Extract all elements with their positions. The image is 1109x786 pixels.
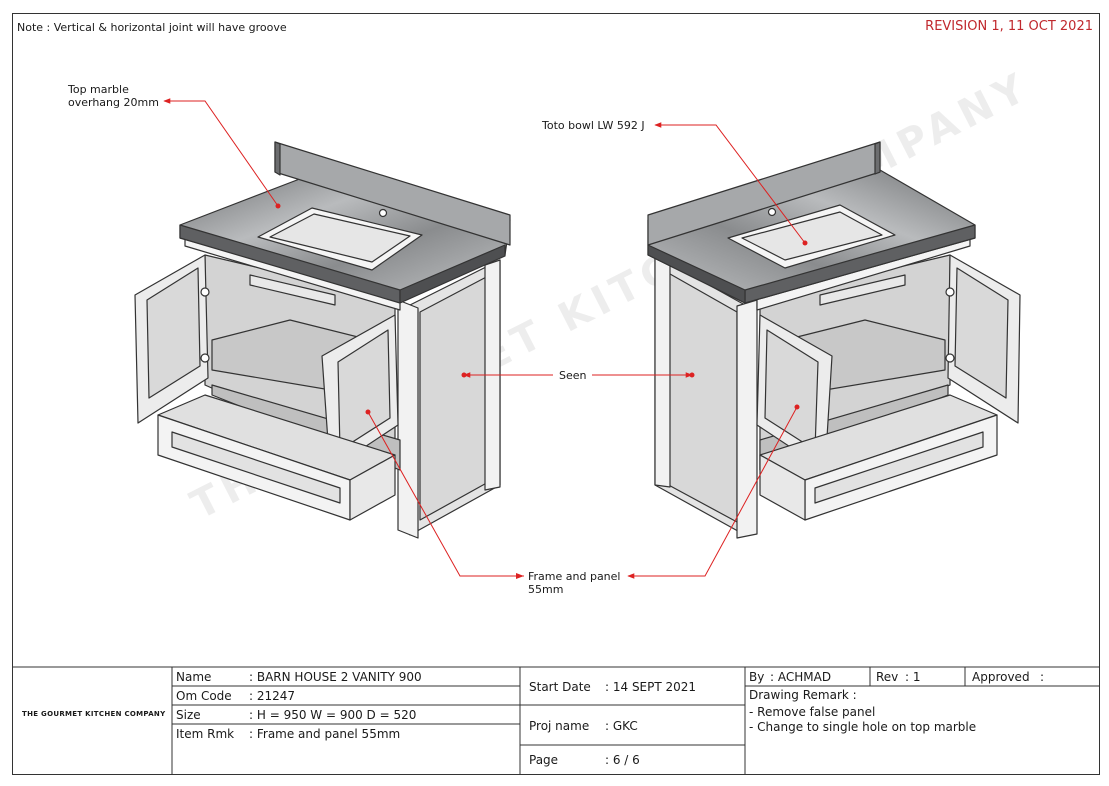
- right-vanity: [647, 141, 1021, 539]
- proj-name-value: : GKC: [605, 719, 638, 733]
- item-rmk-value: : Frame and panel 55mm: [249, 727, 401, 741]
- remark-item: - Remove false panel: [749, 705, 876, 719]
- size-label: Size: [176, 708, 201, 722]
- approved-value: :: [1040, 670, 1045, 684]
- toto-bowl-callout: Toto bowl LW 592 J: [542, 119, 645, 132]
- by-label: By: [749, 670, 765, 684]
- om-code-label: Om Code: [176, 689, 232, 703]
- start-date-value: : 14 SEPT 2021: [605, 680, 697, 694]
- rev-value: : 1: [905, 670, 921, 684]
- om-code-value: : 21247: [249, 689, 296, 703]
- start-date-label: Start Date: [529, 680, 591, 694]
- top-marble-line2: overhang 20mm: [68, 96, 159, 109]
- by-value: : ACHMAD: [770, 670, 832, 684]
- remark-item: - Change to single hole on top marble: [749, 720, 977, 734]
- leader-dots: [275, 203, 808, 415]
- top-marble-callout: Top marble overhang 20mm: [68, 83, 159, 109]
- drawing-sheet: [12, 13, 1100, 775]
- name-label: Name: [176, 670, 212, 684]
- proj-name-label: Proj name: [529, 719, 590, 733]
- frame-panel-callout: Frame and panel 55mm: [528, 570, 620, 596]
- name-value: : BARN HOUSE 2 VANITY 900: [249, 670, 422, 684]
- seen-callout: Seen: [559, 369, 587, 382]
- frame-panel-line2: 55mm: [528, 583, 564, 596]
- size-value: : H = 950 W = 900 D = 520: [249, 708, 417, 722]
- leader-lines: [163, 98, 806, 579]
- page-value: : 6 / 6: [605, 753, 640, 767]
- approved-label: Approved: [972, 670, 1030, 684]
- rev-label: Rev: [876, 670, 899, 684]
- top-marble-line1: Top marble: [68, 83, 129, 96]
- drawing-remark-label: Drawing Remark :: [749, 688, 857, 702]
- left-vanity: [134, 141, 511, 539]
- company-name: THE GOURMET KITCHEN COMPANY: [22, 710, 166, 718]
- frame-panel-line1: Frame and panel: [528, 570, 621, 583]
- item-rmk-label: Item Rmk: [176, 727, 235, 741]
- page-label: Page: [529, 753, 559, 767]
- revision-label: REVISION 1, 11 OCT 2021: [925, 19, 1093, 34]
- joint-note: Note : Vertical & horizontal joint will …: [17, 21, 287, 34]
